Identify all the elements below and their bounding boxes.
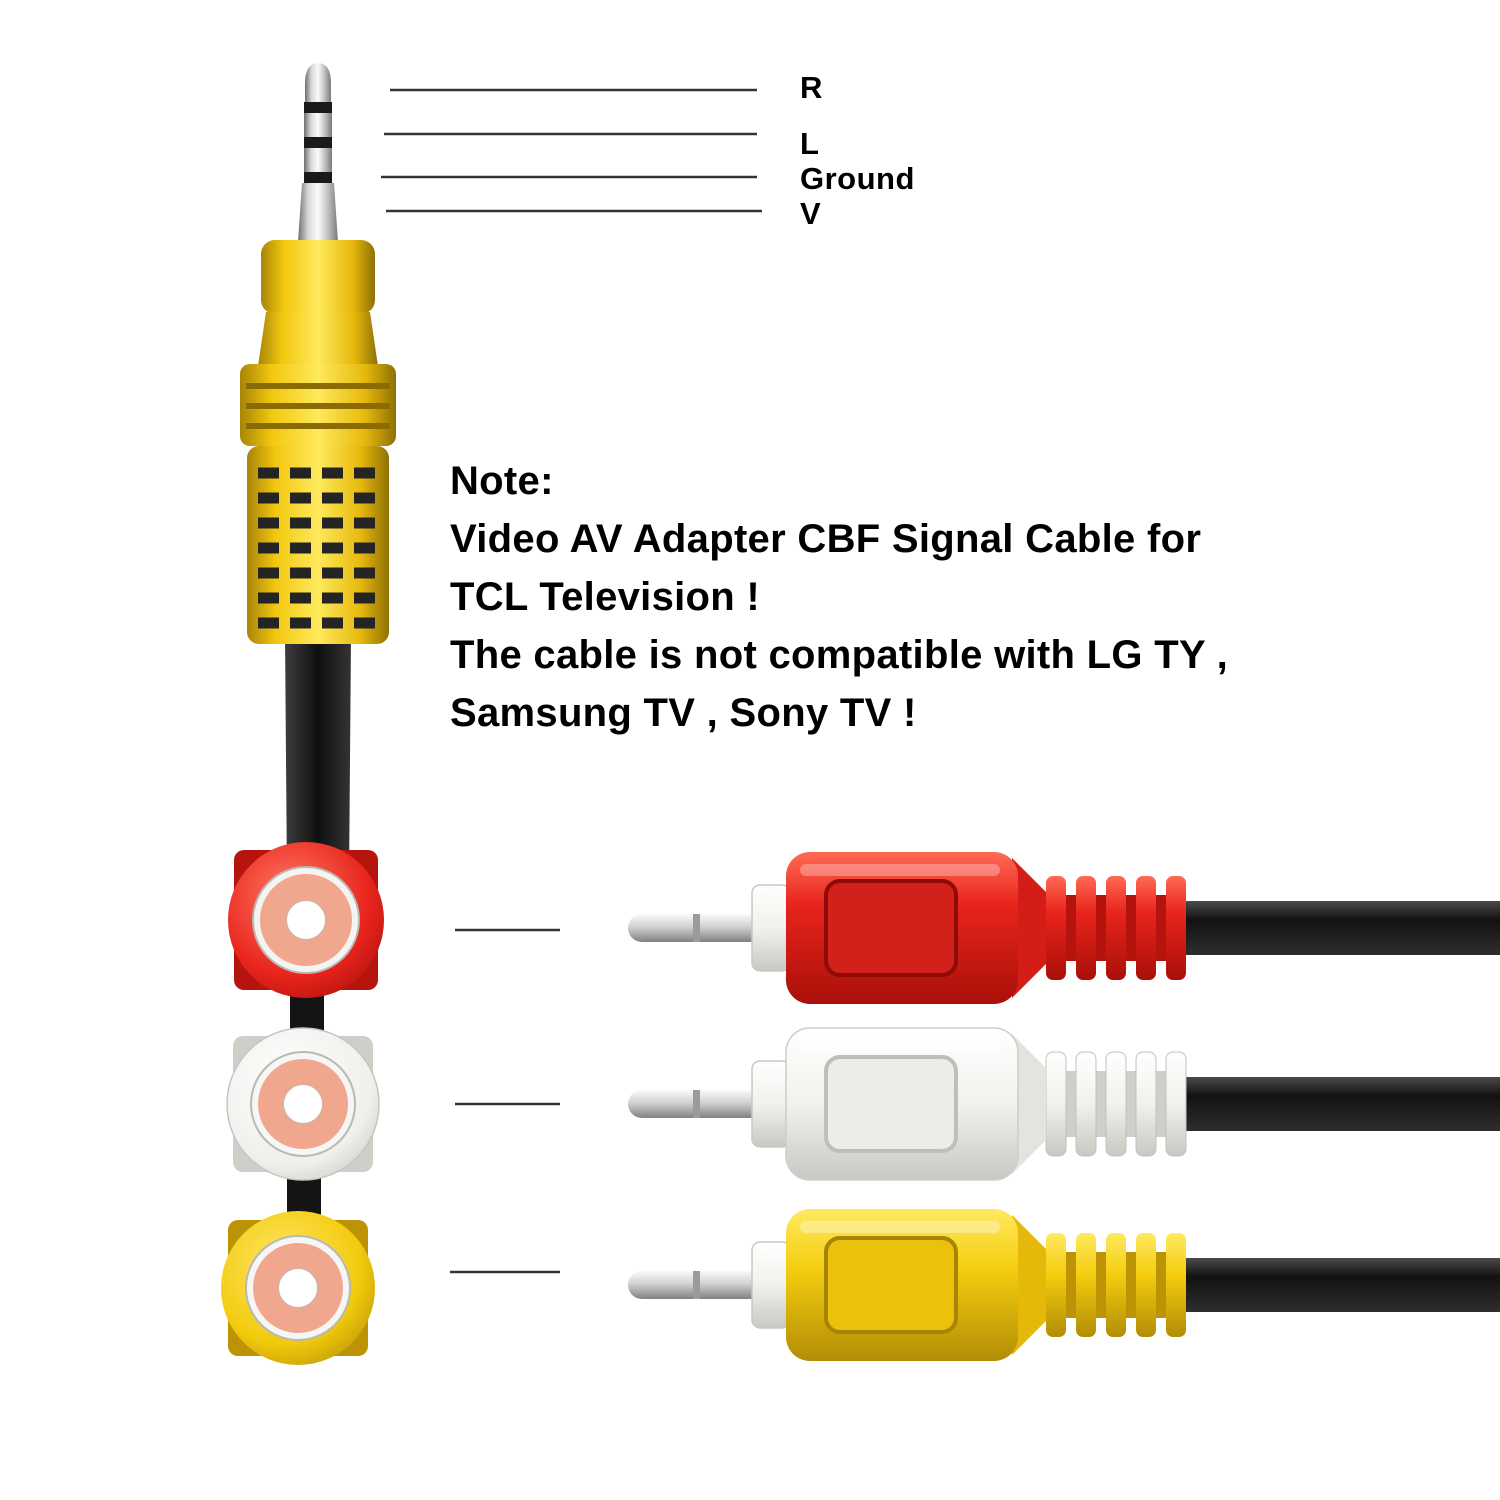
rca-female-yellow (221, 1211, 375, 1365)
rca-male-white (628, 1027, 1500, 1181)
rca-female-white (226, 1027, 380, 1181)
jack-35mm-plug (240, 63, 396, 644)
pin-label-v: V (800, 196, 822, 231)
white-cable (1170, 1077, 1500, 1131)
pin-label-r: R (800, 70, 823, 105)
red-cable (1170, 901, 1500, 955)
connector-leader-lines (450, 928, 560, 1274)
note-line-2: TCL Television ! (450, 575, 761, 619)
note-block: Note: Video AV Adapter CBF Signal Cable … (450, 452, 1390, 742)
jack-shoulder (261, 240, 375, 314)
note-line-3: The cable is not compatible with LG TY , (450, 633, 1229, 677)
note-title: Note: (450, 459, 554, 503)
note-line-4: Samsung TV , Sony TV ! (450, 691, 917, 735)
rca-female-red (228, 842, 384, 998)
pin-callout-lines (381, 88, 762, 213)
pin-label-l: L (800, 126, 820, 161)
pin-label-ground: Ground (800, 161, 915, 196)
jack-tip (305, 63, 331, 103)
jack-grip-body (247, 446, 389, 644)
rca-male-red (628, 852, 1500, 1004)
yellow-cable (1170, 1258, 1500, 1312)
rca-male-yellow (628, 1209, 1500, 1361)
note-line-1: Video AV Adapter CBF Signal Cable for (450, 517, 1202, 561)
